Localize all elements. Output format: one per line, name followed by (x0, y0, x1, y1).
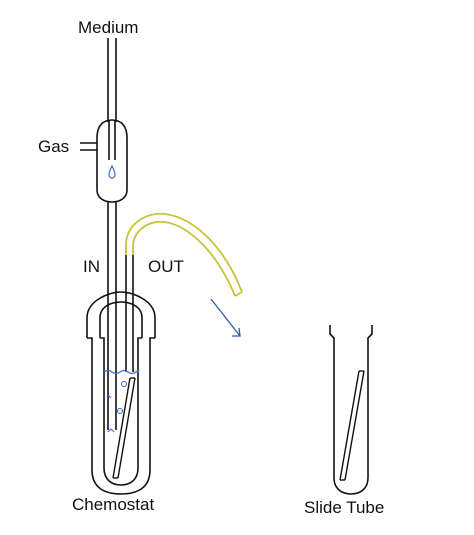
liquid-marks (107, 394, 115, 433)
chemostat-inner-tube (99, 301, 143, 486)
medium-feed-line (107, 38, 117, 122)
liquid-surface (103, 369, 140, 375)
slide-tube-vessel (329, 325, 373, 495)
chemostat-slide (112, 377, 136, 479)
in-label: IN (83, 257, 100, 276)
medium-droplet (108, 164, 116, 179)
medium-label: Medium (78, 18, 139, 37)
in-line (107, 202, 117, 430)
gas-label: Gas (38, 137, 70, 156)
out-line (125, 255, 134, 372)
out-label: OUT (148, 257, 184, 276)
slide-tube-slide (339, 370, 365, 481)
chemostat-outer-vessel (86, 291, 156, 495)
transfer-arrow (210, 298, 241, 337)
gas-drip-bulb (96, 119, 128, 203)
chemostat-label: Chemostat (72, 495, 155, 514)
slide-tube-label: Slide Tube (304, 498, 385, 517)
out-yellow-tube (125, 213, 243, 297)
gas-bubbles (116, 380, 128, 415)
gas-inlet (80, 142, 97, 151)
